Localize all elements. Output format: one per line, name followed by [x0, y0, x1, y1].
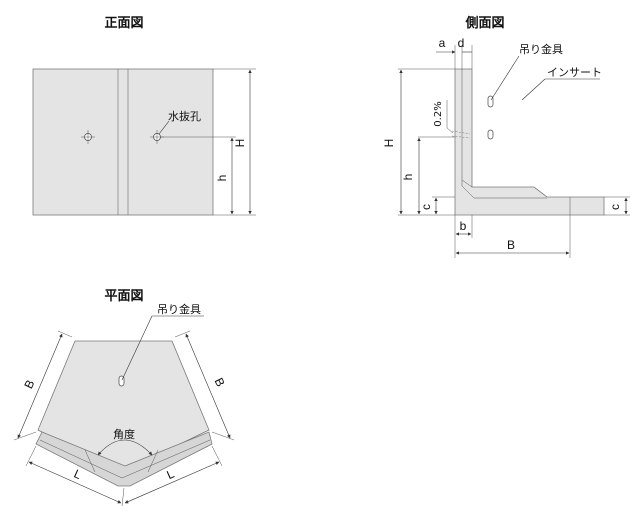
plan-hook-label: 吊り金具 — [157, 302, 201, 316]
plan-dim-B-right: B — [212, 376, 228, 389]
plan-view: 平面図 吊り金具 角度 B B L L — [13, 289, 235, 507]
front-hole-leader — [158, 120, 170, 135]
side-dim-d: d — [458, 36, 465, 50]
plan-angle-arc — [97, 439, 153, 456]
plan-view-title: 平面図 — [104, 289, 143, 304]
plan-dim-L-left: L — [72, 467, 84, 483]
plan-dim-L-right: L — [164, 466, 176, 482]
side-dim-c-left: c — [419, 204, 433, 210]
side-slope-label: 0.2% — [433, 101, 444, 126]
side-insert-leader — [521, 78, 546, 101]
side-insert-hole — [487, 129, 494, 140]
front-view-title: 正面図 — [104, 16, 143, 31]
side-insert-label: インサート — [547, 66, 602, 79]
front-dim-H: H — [233, 139, 247, 148]
side-dim-a: a — [439, 36, 446, 50]
side-dim-h: h — [401, 174, 415, 181]
side-view: 側面図 吊り金具 インサート 0.2% a d H — [382, 15, 630, 258]
front-dim-h: h — [215, 175, 229, 182]
side-dim-c-right: c — [608, 204, 622, 210]
side-dim-H: H — [382, 139, 396, 148]
front-view: 正面図 水抜孔 H h — [32, 16, 256, 216]
side-l-block — [454, 68, 605, 216]
front-panel — [32, 68, 214, 216]
front-hole-left — [81, 130, 95, 144]
plan-dim-L-right-line — [124, 461, 220, 504]
side-dim-B: B — [507, 238, 515, 252]
plan-dim-B-left: B — [21, 378, 37, 391]
side-dim-b: b — [460, 219, 467, 233]
side-inner-line — [461, 69, 547, 199]
side-view-title: 側面図 — [464, 15, 504, 31]
plan-dim-B-right-line — [185, 333, 231, 439]
plan-dim-L-left-line — [28, 461, 122, 504]
side-hook-label: 吊り金具 — [519, 42, 563, 56]
plan-dim-B-left-line — [17, 333, 63, 439]
front-hole-label: 水抜孔 — [168, 109, 201, 123]
plan-angle-label: 角度 — [113, 427, 135, 441]
plan-hook-leader — [121, 315, 153, 381]
front-hole-right — [150, 130, 164, 144]
side-hook-leader — [490, 55, 520, 101]
